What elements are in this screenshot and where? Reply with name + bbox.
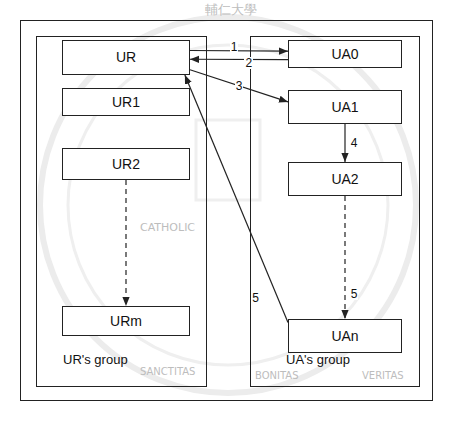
box-label: UR1: [112, 94, 140, 111]
box-label: UAn: [331, 328, 358, 345]
watermark-text: VERITAS: [362, 370, 404, 381]
connector: [185, 75, 288, 322]
box-label: URm: [110, 313, 142, 330]
watermark-text: SANCTITAS: [140, 366, 195, 377]
connector: [190, 50, 288, 52]
process-box: UR1: [62, 88, 190, 116]
box-label: UR: [116, 49, 136, 66]
callout-number: 3: [235, 80, 244, 92]
process-box: UAn: [288, 319, 402, 353]
process-box: UA2: [288, 162, 402, 196]
outer-frame: [21, 21, 433, 401]
callout-number: 2: [244, 57, 253, 69]
watermark-text: CATHOLIC: [140, 222, 195, 234]
watermark-text: BONITAS: [255, 370, 299, 381]
process-box: UA1: [288, 90, 402, 124]
connector: [190, 59, 288, 61]
process-box: URm: [62, 306, 190, 336]
process-box: UR2: [62, 148, 190, 180]
process-box: UR: [62, 40, 190, 75]
group-box: UR's group UR UR1UR2URm: [36, 36, 207, 387]
callout-number: 1: [230, 41, 239, 53]
connector: [125, 180, 126, 306]
connector: [190, 70, 288, 102]
box-label: UA1: [331, 99, 358, 116]
callout-number: 4: [350, 137, 359, 149]
seal-ring: [40, 17, 416, 393]
connector: [344, 196, 345, 319]
box-label: UR2: [112, 156, 140, 173]
box-label: UA2: [331, 171, 358, 188]
box-label: UA0: [331, 46, 358, 63]
group-label: UR's group: [63, 352, 128, 368]
group-label: UA's group: [286, 352, 350, 368]
watermark-text: 輔仁大學: [205, 3, 257, 17]
connector: [344, 124, 345, 162]
group-box: UA's group UA0UA1UA2UAn: [250, 36, 420, 387]
process-box: UA0: [288, 40, 402, 68]
callout-number: 5: [251, 292, 260, 304]
callout-number: 5: [350, 288, 359, 300]
